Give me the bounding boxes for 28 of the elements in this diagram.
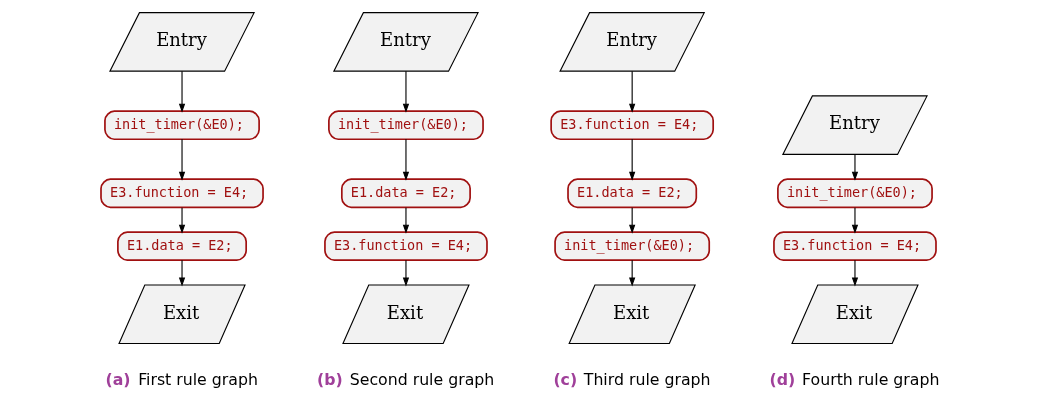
arrow [851,154,859,181]
node-box: init_timer(&E0); [104,110,260,141]
arrow [851,207,859,234]
arrow [629,70,636,113]
arrow [178,70,186,113]
arrow [851,259,859,287]
node-box: E3.function = E4; [324,231,488,262]
label: (a) First rule graph [105,370,258,390]
arrow [402,138,410,181]
node-box: init_timer(&E0); [554,231,711,262]
node-box: E3.function = E4; [100,178,264,209]
node-box: E1.data = E2; [567,178,698,209]
node-box: E1.data = E2; [340,178,471,209]
arrow [178,207,186,234]
arrow [629,138,636,181]
node-box: init_timer(&E0); [328,110,484,141]
label: (b) Second rule graph [317,370,495,390]
label: (d) Fourth rule graph [769,370,940,390]
node-box: E3.function = E4; [550,110,715,141]
node-box: E3.function = E4; [773,231,937,262]
arrow [402,207,410,234]
node-box: E1.data = E2; [117,231,247,262]
label: (c) Third rule graph [553,370,711,390]
arrow [178,259,186,287]
arrow [402,70,410,113]
arrow [178,138,186,181]
arrow [402,259,410,287]
node-box: init_timer(&E0); [777,178,933,209]
